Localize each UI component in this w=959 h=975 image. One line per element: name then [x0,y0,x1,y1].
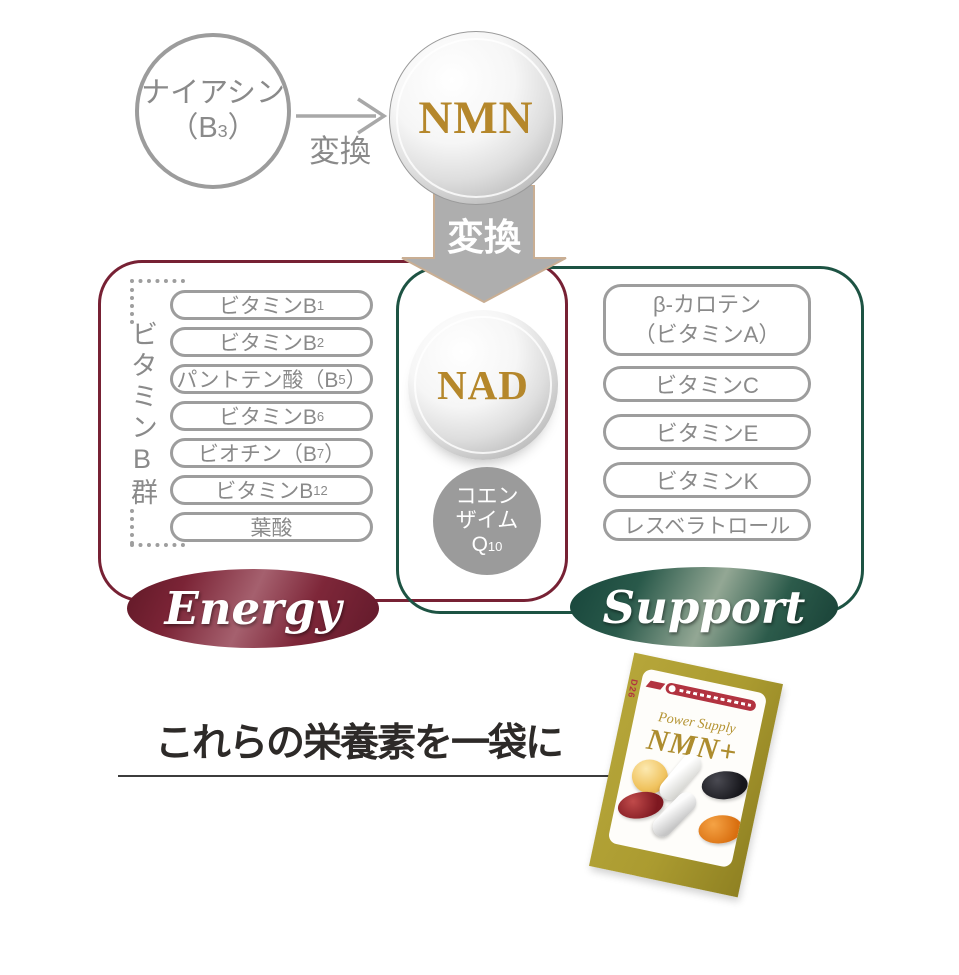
brand-logo-bar-icon [664,681,758,712]
niacin-label-line1: ナイアシン [141,76,285,109]
pill-vitamin-c: ビタミンC [603,366,811,402]
pill-resveratrol: レスベラトロール [603,509,811,541]
headline: これらの栄養素を一袋に [155,722,564,765]
black-softgel-icon [700,769,749,801]
dotted-bracket-top-vertical [130,288,134,324]
coq10-circle: コエン ザイム Q10 [433,467,541,575]
orange-softgel-icon [697,813,744,846]
dotted-bracket-bottom-vertical [130,509,134,545]
nad-sphere: NAD [408,310,558,460]
dotted-bracket-bottom-horizontal [130,543,185,547]
niacin-label-line2: （B3） [169,112,257,144]
pill-vitamin-e: ビタミンE [603,414,811,450]
dotted-bracket-top-horizontal [130,279,185,283]
brand-ribbon-icon [645,680,666,690]
pill-beta-carotene: β-カロテン （ビタミンA） [603,284,811,356]
pill-folic-acid: 葉酸 [170,512,373,542]
coq10-line3: Q10 [471,532,503,556]
down-arrow-icon [401,185,567,304]
coq10-line1: コエン [455,485,519,509]
nmn-label: NMN [418,92,534,144]
nmn-sphere: NMN [389,31,563,205]
convert-label-vertical: 変換 [447,217,521,258]
energy-badge: Energy [127,569,379,648]
nad-label: NAD [437,362,529,408]
pill-vitamin-k: ビタミンK [603,462,811,498]
niacin-node: ナイアシン （B3） [135,33,291,189]
support-badge: Support [570,567,838,647]
right-arrow-icon [296,97,388,135]
headline-underline [118,775,618,777]
product-package: D26 Power Supply NMN+ [588,652,784,898]
convert-label-horizontal: 変換 [309,134,371,169]
brand-logo [645,677,758,712]
vitamin-b-group-label: ビタミンB群 [127,320,157,509]
coq10-line2: ザイム [455,509,519,533]
